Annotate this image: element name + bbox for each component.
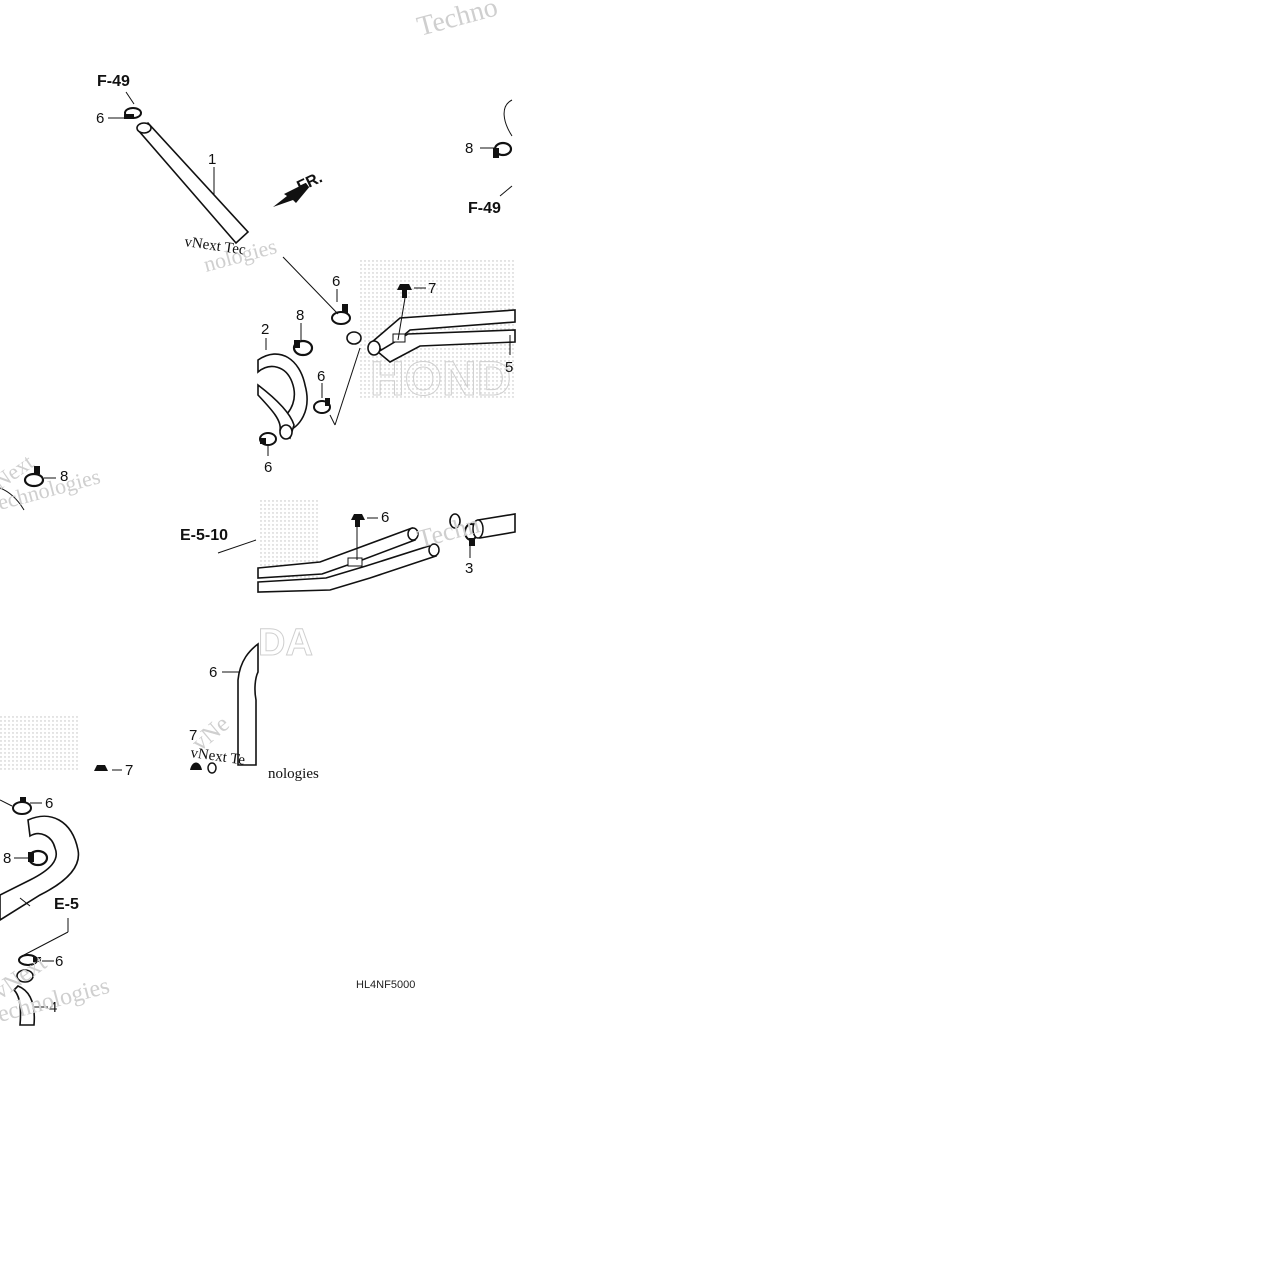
part-label: 7 — [125, 762, 133, 779]
clip-icon — [351, 514, 365, 527]
watermark-text: Techno — [414, 0, 501, 43]
clamp-icon — [292, 339, 314, 357]
clamp-icon — [259, 432, 277, 446]
clamp-icon — [449, 513, 516, 546]
clamp-icon — [124, 107, 142, 119]
part-label: 8 — [465, 140, 473, 157]
ref-label: F-49 — [468, 200, 501, 217]
part-label: 6 — [55, 953, 63, 970]
clip-icon — [397, 284, 412, 298]
part-label: 6 — [332, 273, 340, 290]
watermark-text: Techn — [414, 509, 483, 553]
part-label: 6 — [45, 795, 53, 812]
watermark-text: vNext Te — [189, 745, 246, 769]
part-label: 3 — [465, 560, 473, 577]
panel-top-left: FR. F-49 6 1 vNext Tec nologies Techno 8… — [96, 0, 513, 277]
part-label: 7 — [189, 727, 197, 744]
clamp-icon — [23, 466, 45, 488]
part-label: 8 — [60, 468, 68, 485]
drawing-code: HL4NF5000 — [356, 979, 415, 991]
clamp-icon — [331, 304, 351, 325]
hose-part-3 — [237, 642, 259, 766]
clip-icon — [94, 765, 108, 771]
part-label: 8 — [3, 850, 11, 867]
part-label: 6 — [209, 664, 217, 681]
clamp-icon — [18, 954, 41, 966]
ref-label: E-5 — [54, 896, 79, 913]
hose-part-4 — [0, 815, 80, 1026]
part-label: 7 — [428, 280, 436, 297]
clamp-icon — [493, 141, 513, 158]
svg-text:DA: DA — [258, 622, 313, 664]
direction-label: FR. — [295, 169, 326, 195]
hose-part-1 — [136, 121, 250, 245]
ref-label: F-49 — [97, 73, 130, 90]
clamp-icon — [313, 398, 331, 414]
part-label: 2 — [261, 321, 269, 338]
part-label: 1 — [208, 151, 216, 168]
panel-middle: HOND — [257, 256, 516, 476]
panel-center: DA 6 3 Techn 6 — [187, 500, 516, 782]
hose-part-pair — [257, 526, 440, 593]
part-label: 6 — [264, 459, 272, 476]
hose-part-2 — [257, 353, 308, 440]
part-label: 5 — [505, 359, 513, 376]
part-label: 6 — [317, 368, 325, 385]
watermark-text: nologies — [268, 766, 319, 782]
clamp-icon — [190, 762, 217, 774]
clamp-icon — [12, 797, 32, 815]
part-label: 8 — [296, 307, 304, 324]
hose-part-5 — [367, 309, 516, 363]
front-direction-arrow-icon — [273, 183, 311, 207]
part-label: 6 — [96, 110, 104, 127]
ref-label: E-5-10 — [180, 527, 228, 544]
part-label: 4 — [49, 999, 57, 1016]
part-label: 6 — [381, 509, 389, 526]
svg-text:HOND: HOND — [370, 353, 511, 406]
clamp-icon — [27, 849, 49, 867]
